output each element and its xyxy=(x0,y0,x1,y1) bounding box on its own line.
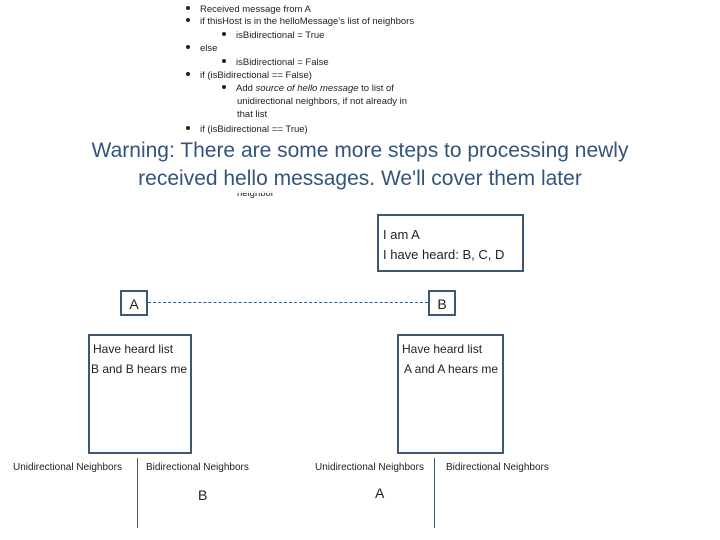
bullet-dot xyxy=(186,72,190,77)
bullet-dot xyxy=(222,85,226,90)
node-b-heard-line-2: A and A hears me xyxy=(404,362,499,376)
node-a-bi-label: Bidirectional Neighbors xyxy=(146,462,249,473)
node-a: A xyxy=(120,290,148,316)
bullet-add-suffix: to list of xyxy=(358,83,394,94)
bullet-set-false: isBidirectional = False xyxy=(222,57,329,69)
warning-line-1: Warning: There are some more steps to pr… xyxy=(91,139,629,162)
node-b-column-divider xyxy=(434,458,435,528)
bullet-add-prefix: Add xyxy=(236,83,256,94)
bullet-set-false-text: isBidirectional = False xyxy=(236,57,329,68)
bullet-dot xyxy=(186,126,190,131)
bullet-dot xyxy=(186,18,190,23)
node-b-label: B xyxy=(437,296,447,312)
warning-banner: Warning: There are some more steps to pr… xyxy=(0,137,720,193)
bullet-dot xyxy=(222,32,226,37)
hello-message-line-2: I have heard: B, C, D xyxy=(383,247,505,262)
node-a-heard-line-1: Have heard list xyxy=(93,342,174,356)
bullet-neighbor: neighbor xyxy=(237,191,274,199)
bullet-else: else xyxy=(186,43,217,55)
bullet-set-true-text: isBidirectional = True xyxy=(236,30,325,41)
bullet-if-host-text: if thisHost is in the helloMessage's lis… xyxy=(200,16,415,27)
bullet-if-false: if (isBidirectional == False) xyxy=(186,70,312,82)
link-a-b xyxy=(148,302,428,303)
node-a-heard-box: Have heard list B and B hears me xyxy=(88,334,192,454)
node-a-bi-entry: B xyxy=(198,487,208,503)
node-a-label: A xyxy=(129,296,139,312)
node-b-bi-label: Bidirectional Neighbors xyxy=(446,462,549,473)
bullet-if-true: if (isBidirectional == True) xyxy=(186,124,308,134)
node-b-uni-label: Unidirectional Neighbors xyxy=(315,462,424,473)
node-b: B xyxy=(428,290,456,316)
bullet-dot xyxy=(186,6,190,11)
bullet-add-line2: unidirectional neighbors, if not already… xyxy=(237,96,408,107)
bullet-dot xyxy=(186,45,190,50)
bullet-add-italic: source of hello message xyxy=(255,83,359,94)
node-b-uni-entry: A xyxy=(375,485,385,501)
node-a-uni-label: Unidirectional Neighbors xyxy=(13,462,122,473)
node-b-heard-box: Have heard list A and A hears me xyxy=(397,334,504,454)
bullet-set-true: isBidirectional = True xyxy=(222,30,324,42)
bullet-received-text: Received message from A xyxy=(200,4,311,15)
bullet-dot xyxy=(222,59,226,64)
bullet-add-source: Add source of hello message to list of xyxy=(222,83,394,95)
node-a-heard-line-2: B and B hears me xyxy=(91,362,188,376)
bullet-received: Received message from A xyxy=(186,4,311,16)
bullet-if-host: if thisHost is in the helloMessage's lis… xyxy=(186,16,414,28)
bullet-if-true-text: if (isBidirectional == True) xyxy=(200,124,308,134)
hello-message-line-1: I am A xyxy=(383,227,420,242)
bullet-else-text: else xyxy=(200,43,218,54)
bullet-add-line3: that list xyxy=(237,109,268,120)
node-a-column-divider xyxy=(137,458,138,528)
warning-line-2: received hello messages. We'll cover the… xyxy=(138,167,582,190)
node-b-heard-line-1: Have heard list xyxy=(402,342,483,356)
hello-message-box: I am A I have heard: B, C, D xyxy=(377,214,524,272)
bullet-if-false-text: if (isBidirectional == False) xyxy=(200,70,312,81)
